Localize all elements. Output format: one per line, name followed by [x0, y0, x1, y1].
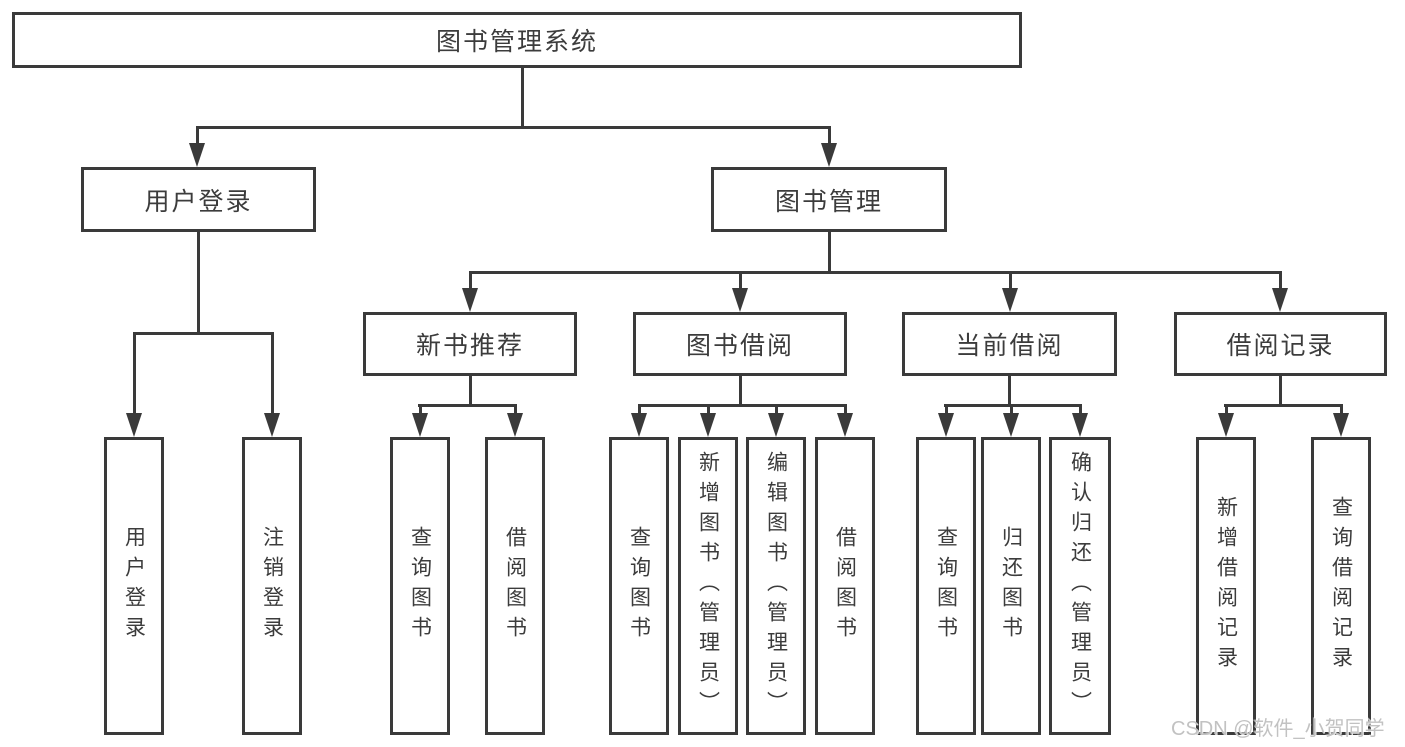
connector-borrow-bar — [638, 404, 847, 407]
leaf-recommend-query-books-label: 查询图书 — [408, 526, 432, 646]
connector-records-stem — [1279, 376, 1282, 407]
arrow-shaft-to-recommend-borrow — [514, 404, 517, 415]
arrow-shaft-to-borrow-edit — [775, 404, 778, 415]
leaf-logout-label: 注销登录 — [260, 526, 284, 646]
arrowhead-to-borrow-borrow — [837, 413, 853, 437]
leaf-borrow-add-books-admin-label: 新增图书（管理员） — [696, 451, 720, 721]
connector-root-stem — [521, 68, 524, 128]
arrowhead-to-records-query — [1333, 413, 1349, 437]
connector-root-bar — [196, 126, 831, 129]
arrowhead-to-records-add — [1218, 413, 1234, 437]
connector-login-bar — [133, 332, 273, 335]
arrow-shaft-to-recommend — [469, 271, 472, 290]
leaf-records-query-record: 查询借阅记录 — [1311, 437, 1371, 735]
node-user-login: 用户登录 — [81, 167, 316, 232]
node-current-borrow: 当前借阅 — [902, 312, 1117, 376]
leaf-borrow-edit-books-admin: 编辑图书（管理员） — [746, 437, 806, 735]
arrow-shaft-to-records — [1279, 271, 1282, 290]
arrowhead-to-current — [1002, 288, 1018, 312]
node-borrow-records-label: 借阅记录 — [1226, 332, 1335, 360]
node-book-borrow: 图书借阅 — [633, 312, 847, 376]
arrow-shaft-to-borrow-add — [707, 404, 710, 415]
arrowhead-to-user-login — [189, 143, 205, 167]
arrow-shaft-to-current-query — [945, 404, 948, 415]
connector-current-bar — [944, 404, 1082, 407]
arrow-shaft-to-leaf-user-login — [133, 332, 136, 415]
connector-manage-stem — [828, 232, 831, 273]
leaf-borrow-edit-books-admin-label: 编辑图书（管理员） — [764, 451, 788, 721]
arrowhead-to-current-confirm — [1072, 413, 1088, 437]
arrowhead-to-recommend-query — [412, 413, 428, 437]
arrow-shaft-to-current-confirm — [1079, 404, 1082, 415]
leaf-current-query-books-label: 查询图书 — [934, 526, 958, 646]
connector-borrow-stem — [739, 376, 742, 407]
leaf-current-confirm-return-admin-label: 确认归还（管理员） — [1068, 451, 1092, 721]
arrow-shaft-to-records-query — [1340, 404, 1343, 415]
arrowhead-to-current-return — [1003, 413, 1019, 437]
node-user-login-label: 用户登录 — [144, 187, 253, 216]
arrowhead-to-leaf-user-login — [126, 413, 142, 437]
leaf-current-query-books: 查询图书 — [916, 437, 976, 735]
node-root-label: 图书管理系统 — [435, 28, 598, 56]
connector-records-bar — [1224, 404, 1343, 407]
leaf-logout: 注销登录 — [242, 437, 302, 735]
arrow-shaft-to-recommend-query — [419, 404, 422, 415]
leaf-current-confirm-return-admin: 确认归还（管理员） — [1049, 437, 1111, 735]
arrowhead-to-book-management — [821, 143, 837, 167]
arrow-shaft-to-user-login — [196, 126, 199, 145]
connector-current-stem — [1008, 376, 1011, 407]
leaf-borrow-add-books-admin: 新增图书（管理员） — [678, 437, 738, 735]
node-borrow-records: 借阅记录 — [1174, 312, 1387, 376]
node-new-book-recommend-label: 新书推荐 — [415, 332, 524, 360]
leaf-borrow-borrow-books: 借阅图书 — [815, 437, 875, 735]
arrowhead-to-leaf-logout — [264, 413, 280, 437]
watermark: CSDN @软件_小贺同学 — [1171, 718, 1385, 740]
connector-login-stem — [197, 232, 200, 335]
leaf-borrow-query-books-label: 查询图书 — [627, 526, 651, 646]
node-book-management: 图书管理 — [711, 167, 947, 232]
arrow-shaft-to-borrow-query — [638, 404, 641, 415]
node-root: 图书管理系统 — [12, 12, 1022, 68]
node-book-borrow-label: 图书借阅 — [685, 332, 794, 360]
leaf-recommend-query-books: 查询图书 — [390, 437, 450, 735]
leaf-records-query-record-label: 查询借阅记录 — [1329, 496, 1353, 676]
leaf-records-add-record: 新增借阅记录 — [1196, 437, 1256, 735]
arrowhead-to-borrow-add — [700, 413, 716, 437]
leaf-current-return-books-label: 归还图书 — [999, 526, 1023, 646]
arrow-shaft-to-borrow-borrow — [844, 404, 847, 415]
leaf-current-return-books: 归还图书 — [981, 437, 1041, 735]
arrowhead-to-recommend — [462, 288, 478, 312]
connector-recommend-stem — [469, 376, 472, 407]
node-new-book-recommend: 新书推荐 — [363, 312, 577, 376]
arrow-shaft-to-book-management — [828, 126, 831, 145]
leaf-records-add-record-label: 新增借阅记录 — [1214, 496, 1238, 676]
leaf-user-login: 用户登录 — [104, 437, 164, 735]
arrow-shaft-to-current-return — [1010, 404, 1013, 415]
leaf-recommend-borrow-books: 借阅图书 — [485, 437, 545, 735]
arrowhead-to-borrow — [732, 288, 748, 312]
arrowhead-to-records — [1272, 288, 1288, 312]
connector-manage-bar — [469, 271, 1281, 274]
leaf-borrow-query-books: 查询图书 — [609, 437, 669, 735]
leaf-borrow-borrow-books-label: 借阅图书 — [833, 526, 857, 646]
leaf-recommend-borrow-books-label: 借阅图书 — [503, 526, 527, 646]
arrow-shaft-to-records-add — [1225, 404, 1228, 415]
arrowhead-to-recommend-borrow — [507, 413, 523, 437]
arrowhead-to-current-query — [938, 413, 954, 437]
arrow-shaft-to-borrow — [739, 271, 742, 290]
connector-recommend-bar — [418, 404, 517, 407]
arrow-shaft-to-current — [1009, 271, 1012, 290]
arrow-shaft-to-leaf-logout — [271, 332, 274, 415]
leaf-user-login-label: 用户登录 — [122, 526, 146, 646]
arrowhead-to-borrow-edit — [768, 413, 784, 437]
node-current-borrow-label: 当前借阅 — [955, 332, 1064, 360]
arrowhead-to-borrow-query — [631, 413, 647, 437]
node-book-management-label: 图书管理 — [774, 187, 883, 216]
